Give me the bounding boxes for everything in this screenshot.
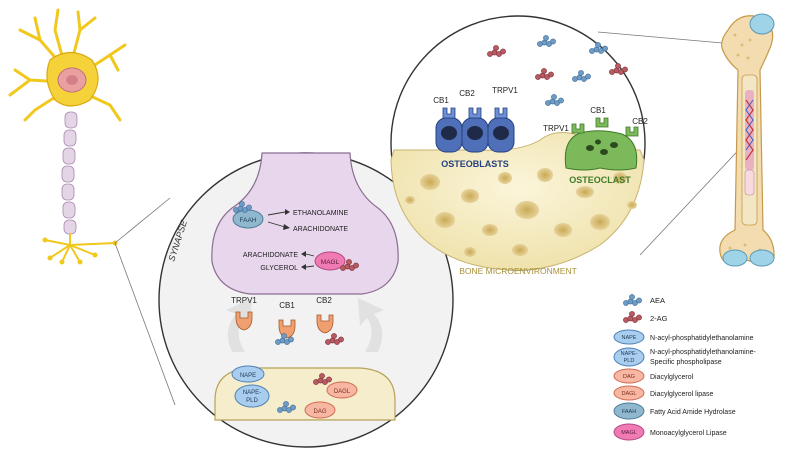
- arrow-head: [285, 209, 290, 215]
- osteoblast-cells: [435, 107, 515, 153]
- osteoclast-cell: [564, 117, 639, 171]
- osteoclast-label: OSTEOCLAST: [569, 175, 631, 185]
- arrow-head: [301, 251, 306, 257]
- ethanolamine-label: ETHANOLAMINE: [293, 210, 349, 217]
- legend-faah-label: Fatty Acid Amide Hydrolase: [650, 409, 736, 416]
- nape-pld-label-line2: PLD: [246, 398, 258, 404]
- dag-label: DAG: [313, 409, 326, 415]
- legend-item-dag: DAG Diacylglycerol: [613, 368, 694, 384]
- legend-aea-label: AEA: [650, 296, 665, 305]
- arachidonate-top-label: ARACHIDONATE: [293, 226, 348, 233]
- neuron-illustration: [8, 8, 127, 265]
- legend-item-dagl: DAGL Diacylglycerol lipase: [613, 385, 714, 401]
- arrow-line: [305, 253, 315, 257]
- femur-illustration: [719, 13, 775, 267]
- legend-item-2ag: 2-AG: [623, 311, 668, 323]
- dagl-label: DAGL: [334, 389, 351, 395]
- nape-enzyme: NAPE: [231, 365, 265, 383]
- dagl-oval-icon: [613, 385, 645, 401]
- arrow-line: [267, 211, 286, 216]
- osteoclast-cb2-label: CB2: [632, 117, 648, 126]
- legend-nape-pld-abbr-line1: NAPE-: [621, 351, 638, 357]
- legend-item-nape-pld: NAPE- PLD N-acyl-phosphatidylethanolamin…: [613, 347, 757, 367]
- legend-nape-pld-label-line1: N-acyl-phosphatidylethanolamine-: [650, 349, 757, 356]
- right-retrograde-arrow: [358, 298, 384, 352]
- legend-nape-label: N-acyl-phosphatidylethanolamine: [650, 335, 754, 342]
- osteoblasts-label: OSTEOBLASTS: [441, 159, 509, 169]
- dag-oval-icon: [613, 368, 645, 384]
- 2ag-molecule-icon: [623, 311, 642, 323]
- nape-pld-oval-icon: [613, 347, 645, 367]
- nape-oval-icon: [613, 329, 645, 345]
- osteoblast-trpv1-label: TRPV1: [492, 86, 518, 95]
- osteoclast-trpv1-label: TRPV1: [543, 124, 569, 133]
- legend-item-faah: FAAH Fatty Acid Amide Hydrolase: [613, 402, 736, 420]
- osteoblast-cb2-label: CB2: [459, 89, 475, 98]
- bone-microenvironment-label: BONE MICROENVIRONMENT: [459, 266, 577, 276]
- bone-pits: [405, 168, 637, 257]
- magl-oval-icon: [613, 423, 645, 441]
- legend-2ag-label: 2-AG: [650, 314, 668, 323]
- nape-pld-enzyme: NAPE- PLD: [234, 384, 270, 408]
- faah-oval-icon: [613, 402, 645, 420]
- cb1-receptor-label: CB1: [279, 301, 295, 310]
- legend-dagl-abbr: DAGL: [622, 391, 637, 397]
- nape-label: NAPE: [240, 373, 256, 379]
- arrow-line: [305, 265, 315, 268]
- legend-dag-abbr: DAG: [623, 374, 635, 380]
- legend-nape-abbr: NAPE: [622, 335, 637, 341]
- presynaptic-terminal: [211, 152, 399, 295]
- legend-magl-abbr: MAGL: [621, 430, 637, 436]
- legend-item-magl: MAGL Monoacylglycerol Lipase: [613, 423, 727, 441]
- legend-faah-abbr: FAAH: [622, 409, 636, 415]
- osteoblast-cb1-label: CB1: [433, 96, 449, 105]
- legend-dag-label: Diacylglycerol: [650, 374, 694, 381]
- dagl-enzyme: DAGL: [326, 381, 358, 399]
- legend-item-nape: NAPE N-acyl-phosphatidylethanolamine: [613, 329, 754, 345]
- magl-enzyme: MAGL: [314, 251, 346, 271]
- bone-panel: CB1 CB2 TRPV1 OSTEOBLASTS TRPV1 CB1 CB2 …: [390, 15, 648, 276]
- faah-enzyme: FAAH: [232, 209, 264, 229]
- legend-item-aea: AEA: [623, 294, 665, 306]
- arrow-line: [267, 221, 286, 228]
- postsynaptic-membrane: [214, 367, 396, 421]
- magl-label: MAGL: [321, 259, 340, 266]
- cb2-receptor-label: CB2: [316, 296, 332, 305]
- dag-enzyme: DAG: [304, 401, 336, 419]
- arrow-head: [301, 264, 306, 270]
- synapse-panel: SYNAPSE FAAH ETHANOLAMINE ARACHIDONATE M…: [158, 152, 454, 448]
- osteoclast-cb1-label: CB1: [590, 106, 606, 115]
- zoom-connector-lines: [114, 31, 749, 406]
- legend: AEA 2-AG NAPE N-acyl-phosphatidylethanol…: [613, 294, 757, 441]
- glycerol-label: GLYCEROL: [260, 265, 298, 272]
- faah-label: FAAH: [240, 217, 257, 224]
- legend-nape-pld-label-line2: Specific phospholipase: [650, 359, 722, 366]
- aea-molecule-icon: [623, 294, 642, 306]
- arachidonate-left-label: ARACHIDONATE: [243, 252, 298, 259]
- trpv1-receptor-label: TRPV1: [231, 296, 257, 305]
- legend-nape-pld-abbr-line2: PLD: [624, 358, 635, 364]
- legend-dagl-label: Diacylglycerol lipase: [650, 391, 714, 398]
- nape-pld-label-line1: NAPE-: [243, 390, 261, 396]
- arrow-head: [283, 224, 290, 230]
- legend-magl-label: Monoacylglycerol Lipase: [650, 430, 727, 437]
